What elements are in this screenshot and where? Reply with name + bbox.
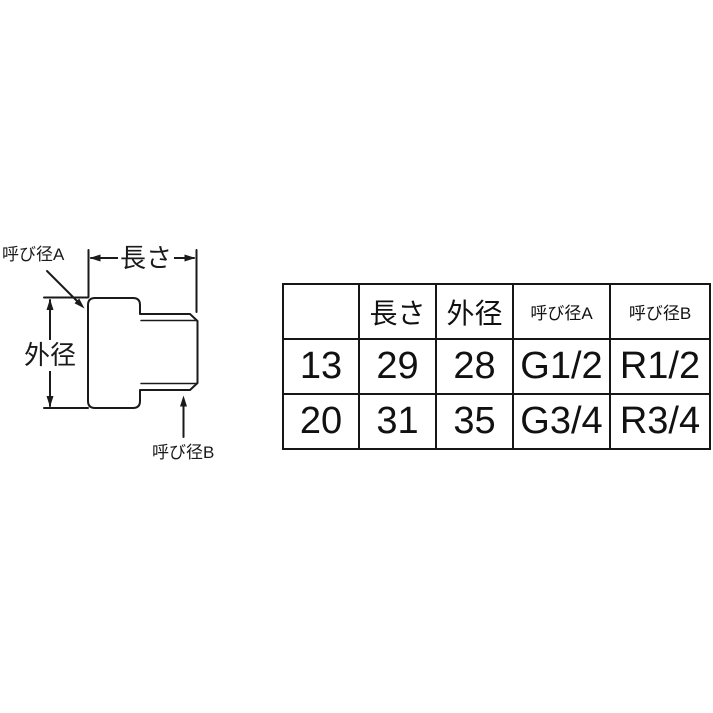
table-cell-nominal-a: G1/2: [512, 338, 611, 395]
arrow-left-icon: [89, 254, 101, 262]
table-cell-nominal-b: R3/4: [609, 393, 711, 450]
table-cell-length: 29: [358, 338, 437, 395]
fitting-body-path: [87, 297, 199, 409]
nominal-b-leader-arrow: [180, 395, 187, 438]
dimension-spec-table: 長さ 外径 呼び径A 呼び径B 13 29 28 G1/2 R1/2 20 31…: [282, 283, 711, 450]
table-header-outer-diameter: 外径: [435, 283, 514, 340]
fitting-outline: [87, 297, 199, 409]
arrow-down-right-icon: [74, 298, 85, 309]
table-header-nominal-b: 呼び径B: [609, 283, 711, 340]
nominal-b-label: 呼び径B: [152, 443, 215, 462]
length-label: 長さ: [118, 243, 174, 273]
length-extension-lines: [87, 249, 198, 313]
thread-root-lines: [140, 319, 198, 385]
table-header-size: [282, 283, 360, 340]
table-row: 13 29 28 G1/2 R1/2: [282, 338, 711, 395]
arrow-down-icon: [46, 396, 54, 407]
table-cell-outer-diameter: 35: [435, 393, 514, 450]
table-header-length: 長さ: [358, 283, 437, 340]
arrow-right-icon: [184, 254, 196, 262]
outer-diameter-label: 外径: [23, 340, 77, 371]
nominal-a-leader-arrow: [46, 270, 85, 309]
arrow-up-icon: [180, 395, 187, 407]
table-cell-outer-diameter: 28: [435, 338, 514, 395]
outer-dia-extension-lines: [43, 296, 89, 409]
outer-diameter-dimension: [43, 296, 89, 409]
table-cell-nominal-b: R1/2: [609, 338, 711, 395]
table-cell-size: 13: [282, 338, 360, 395]
nominal-a-leader-line: [46, 270, 78, 302]
table-cell-length: 31: [358, 393, 437, 450]
table-header-row: 長さ 外径 呼び径A 呼び径B: [282, 283, 711, 340]
table-cell-nominal-a: G3/4: [512, 393, 611, 450]
table-header-nominal-a: 呼び径A: [512, 283, 611, 340]
table-row: 20 31 35 G3/4 R3/4: [282, 393, 711, 450]
nominal-a-label: 呼び径A: [2, 245, 65, 264]
table-cell-size: 20: [282, 393, 360, 450]
arrow-up-icon: [46, 299, 54, 310]
